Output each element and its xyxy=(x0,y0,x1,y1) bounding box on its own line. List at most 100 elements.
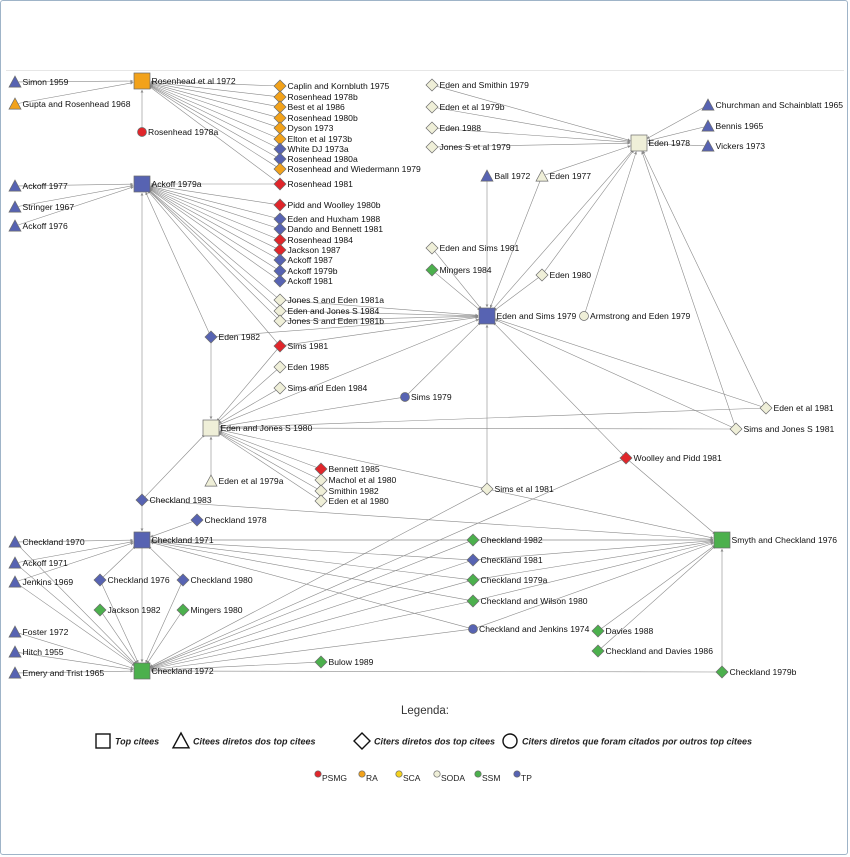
node-label: Best et al 1986 xyxy=(288,102,346,112)
citation-edge xyxy=(214,315,479,338)
citation-edge xyxy=(148,190,278,319)
node-label: Sims et al 1981 xyxy=(495,484,554,494)
node-check1970: Checkland 1970 xyxy=(8,535,85,548)
citation-edge xyxy=(18,184,134,207)
node-label: Pidd and Woolley 1980b xyxy=(288,200,381,210)
diamond-node-marker xyxy=(273,100,287,114)
node-hitch1955: Hitch 1955 xyxy=(8,645,64,658)
diamond-legend-icon xyxy=(353,732,371,750)
diamond-node-marker xyxy=(535,268,549,282)
citation-edge xyxy=(647,142,705,147)
citation-edge xyxy=(17,544,136,665)
node-ackoff1971: Ackoff 1971 xyxy=(8,556,68,569)
node-check1972: Checkland 1972 xyxy=(133,662,214,680)
circle-node-marker xyxy=(579,311,589,321)
node-label: Woolley and Pidd 1981 xyxy=(634,453,722,463)
node-label: Davies 1988 xyxy=(606,626,654,636)
legend-shape-square: Top citees xyxy=(95,733,159,749)
legend-shape-label: Citers diretos dos top citees xyxy=(374,737,495,747)
citation-edge xyxy=(148,189,278,298)
citation-edge xyxy=(101,612,138,664)
diamond-node-marker xyxy=(204,330,218,344)
node-label: Checkland 1979b xyxy=(730,667,797,677)
node-foster1972: Foster 1972 xyxy=(8,625,69,638)
legend-color-dot xyxy=(395,770,403,778)
citation-edge xyxy=(150,669,719,673)
citation-edge xyxy=(145,191,210,334)
diamond-node-marker xyxy=(273,79,287,93)
node-simon1959: Simon 1959 xyxy=(8,75,69,88)
citation-edge xyxy=(150,82,277,118)
diamond-node-marker xyxy=(619,451,633,465)
citation-edge xyxy=(476,539,714,561)
citation-edge xyxy=(150,79,277,87)
node-label: Jackson 1987 xyxy=(288,245,341,255)
citation-edge xyxy=(145,583,182,664)
diamond-node-marker xyxy=(314,462,328,476)
legend-color-dot xyxy=(513,770,521,778)
node-label: White DJ 1973a xyxy=(288,144,349,154)
citation-edge xyxy=(149,459,623,668)
triangle-node-marker xyxy=(701,139,715,152)
citation-edge xyxy=(490,489,714,539)
node-label: Eden and Jones S 1984 xyxy=(288,306,380,316)
node-bulow1989: Bulow 1989 xyxy=(314,655,374,669)
citation-edge xyxy=(150,560,470,669)
node-label: Eden and Sims 1979 xyxy=(497,311,577,321)
node-label: Dando and Bennett 1981 xyxy=(288,224,384,234)
node-smyth1976: Smyth and Checkland 1976 xyxy=(713,531,837,549)
square-legend-icon xyxy=(95,733,111,749)
triangle-node-marker xyxy=(535,169,549,182)
legend-group-label: SODA xyxy=(441,773,465,783)
node-label: Eden 1982 xyxy=(219,332,261,342)
node-label: Checkland and Jenkins 1974 xyxy=(479,624,590,634)
legend-group-label: PSMG xyxy=(322,773,347,783)
node-label: Vickers 1973 xyxy=(716,141,766,151)
citation-edge xyxy=(18,538,134,543)
node-label: Ackoff 1987 xyxy=(288,255,333,265)
legend-color-dot xyxy=(474,770,482,778)
node-label: Jenkins 1969 xyxy=(23,577,74,587)
node-label: Rosenhead et al 1972 xyxy=(152,76,236,86)
node-bennis1965: Bennis 1965 xyxy=(701,119,764,132)
citation-edge xyxy=(150,81,277,107)
node-label: Gupta and Rosenhead 1968 xyxy=(23,99,131,109)
citation-edge xyxy=(148,189,278,309)
citation-edge xyxy=(435,107,631,143)
citation-edge xyxy=(18,669,134,674)
node-jenkins1969: Jenkins 1969 xyxy=(8,575,74,588)
node-label: Ball 1972 xyxy=(495,171,531,181)
citation-edge xyxy=(283,314,479,322)
node-simseden1984: Sims and Eden 1984 xyxy=(273,381,368,395)
node-label: Jones S and Eden 1981b xyxy=(288,316,385,326)
citation-edge xyxy=(150,80,277,97)
citation-edge xyxy=(600,545,716,649)
citation-edge xyxy=(18,542,134,582)
node-edenjones1984: Eden and Jones S 1984 xyxy=(273,304,380,318)
citation-edge xyxy=(434,250,482,310)
node-label: Foster 1972 xyxy=(23,627,69,637)
node-label: Eden et al 1979b xyxy=(440,102,505,112)
node-rosen1978a: Rosenhead 1978a xyxy=(137,127,218,137)
citation-edge xyxy=(476,541,714,601)
citation-edge xyxy=(17,565,136,666)
node-label: Bennis 1965 xyxy=(716,121,764,131)
node-rosen1984: Rosenhead 1984 xyxy=(273,233,353,247)
node-rosen1972: Rosenhead et al 1972 xyxy=(133,72,236,90)
node-label: Checkland and Davies 1986 xyxy=(606,646,714,656)
node-check1983: Checkland 1983 xyxy=(135,493,212,507)
node-label: Emery and Trist 1965 xyxy=(23,668,105,678)
node-mingers1984: Mingers 1984 xyxy=(425,263,492,277)
node-label: Rosenhead 1980b xyxy=(288,113,358,123)
node-sims1981b: Sims et al 1981 xyxy=(480,482,554,496)
citation-edge xyxy=(217,369,278,423)
triangle-node-marker xyxy=(8,625,22,638)
node-label: Checkland 1971 xyxy=(152,535,214,545)
legend-group-ssm: SSM xyxy=(474,770,500,783)
citation-edge xyxy=(18,652,134,671)
node-jones1981b: Jones S and Eden 1981b xyxy=(273,314,385,328)
citation-edge xyxy=(17,583,135,667)
